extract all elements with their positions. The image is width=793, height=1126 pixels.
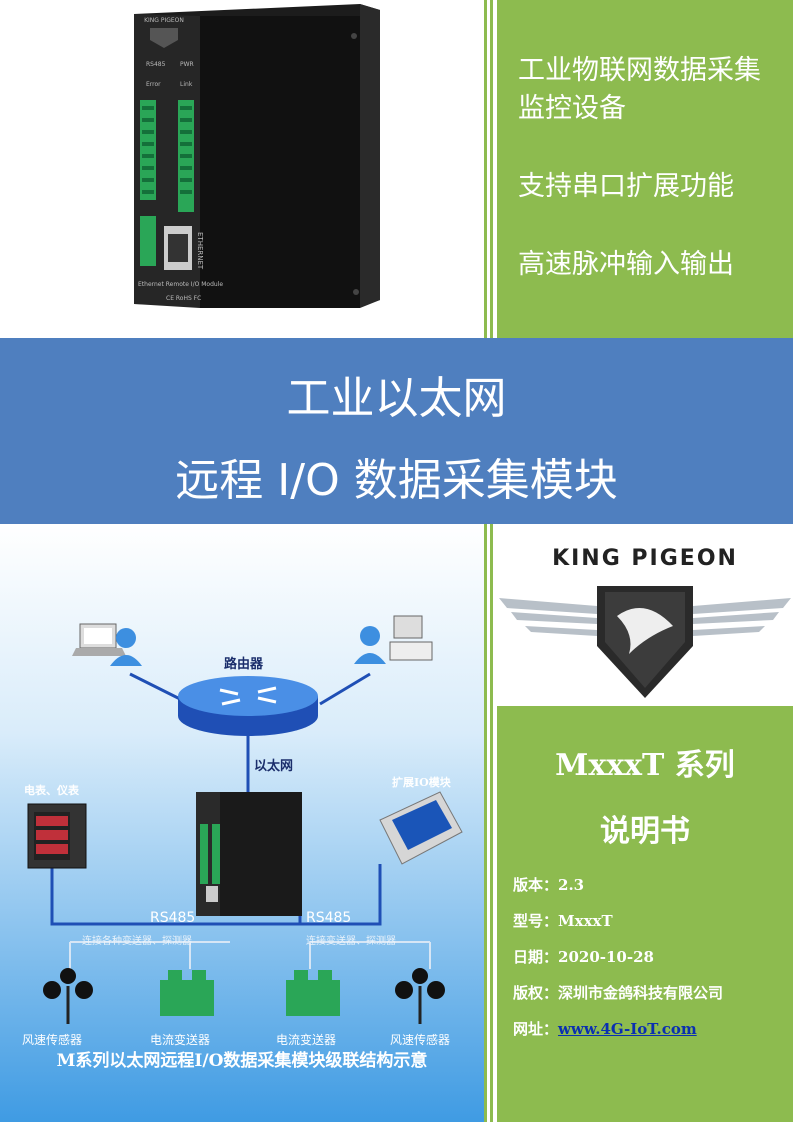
title-band: 工业以太网 远程 I/O 数据采集模块 (0, 338, 793, 524)
cascade-diagram: 路由器 以太网 电表、仪表 扩展IO模块 RS485 RS485 连接各种变送器… (0, 524, 484, 1122)
feature-iot: 工业物联网数据采集监控设备 (518, 55, 761, 124)
router-icon (178, 676, 318, 736)
desktop-user-icon (354, 615, 433, 664)
features-panel: 工业物联网数据采集监控设备 支持串口扩展功能 高速脉冲输入输出 (497, 0, 793, 338)
meter-icon (27, 803, 87, 869)
router-label: 路由器 (224, 656, 264, 672)
model-row: 型号：MxxxT (513, 910, 613, 931)
bus-right-label: 连接变送器、探测器 (306, 934, 396, 947)
port-label-link: Link (180, 81, 193, 88)
laptop-user-icon (72, 623, 142, 666)
copyright-value: 深圳市金鸽科技有限公司 (558, 984, 724, 1002)
ethernet-label: ETHERNET (196, 232, 204, 270)
ethernet-link-label: 以太网 (254, 758, 293, 774)
sensor-label-4: 风速传感器 (390, 1032, 450, 1047)
expansion-module-icon (379, 791, 463, 865)
port-label-error: Error (146, 81, 161, 88)
version-value: 2.3 (558, 876, 585, 894)
port-label-rs485: RS485 (146, 61, 166, 68)
date-label: 日期： (513, 948, 559, 966)
pigeon-shield-icon (499, 586, 791, 698)
current-transmitter-icon-2 (286, 970, 340, 1016)
website-link[interactable]: www.4G-IoT.com (558, 1020, 697, 1038)
meter-label: 电表、仪表 (24, 783, 80, 797)
product-brand-tag: KING PIGEON (144, 17, 184, 24)
feature-pulse: 高速脉冲输入输出 (518, 249, 734, 280)
sensor-label-2: 电流变送器 (150, 1032, 210, 1047)
rs485-left-label: RS485 (150, 910, 195, 926)
series-title: MxxxT 系列 (555, 748, 735, 783)
port-label-pwr: PWR (180, 61, 194, 68)
cert-label: CE RoHS FC (166, 295, 201, 302)
wind-sensor-icon-2 (395, 968, 445, 1024)
model-label: 型号： (513, 912, 559, 930)
version-label: 版本： (513, 876, 559, 894)
center-module-icon (196, 792, 302, 916)
feature-serial: 支持串口扩展功能 (518, 171, 734, 202)
bus-left-label: 连接各种变送器、探测器 (82, 934, 192, 947)
version-row: 版本：2.3 (513, 874, 584, 895)
expansion-label: 扩展IO模块 (392, 775, 452, 789)
website-row: 网址：www.4G-IoT.com (513, 1018, 697, 1039)
website-label: 网址： (513, 1020, 559, 1038)
copyright-label: 版权： (513, 984, 559, 1002)
info-panel: MxxxT 系列 说明书 版本：2.3 型号：MxxxT 日期：2020-10-… (497, 706, 793, 1122)
title-line-2: 远程 I/O 数据采集模块 (175, 455, 618, 506)
current-transmitter-icon-1 (160, 970, 214, 1016)
brand-logo-text: KING PIGEON (552, 546, 738, 571)
product-photo: KING PIGEON RS485 PWR Error Link ETHERNE… (0, 0, 484, 338)
separator-line-2 (490, 0, 493, 1122)
logo-area: KING PIGEON (497, 524, 793, 706)
wind-sensor-icon-1 (43, 968, 93, 1024)
title-line-1: 工业以太网 (286, 373, 507, 424)
rs485-right-label: RS485 (306, 910, 351, 926)
date-value: 2020-10-28 (558, 948, 654, 966)
separator-line-1 (484, 0, 487, 1122)
date-row: 日期：2020-10-28 (513, 946, 654, 967)
module-label: Ethernet Remote I/O Module (138, 281, 223, 288)
diagram-caption: M系列以太网远程I/O数据采集模块级联结构示意 (57, 1050, 428, 1071)
sensor-label-3: 电流变送器 (276, 1032, 336, 1047)
sensor-label-1: 风速传感器 (22, 1032, 82, 1047)
copyright-row: 版权：深圳市金鸽科技有限公司 (513, 982, 723, 1003)
model-value: MxxxT (558, 912, 613, 930)
manual-title: 说明书 (600, 814, 690, 849)
